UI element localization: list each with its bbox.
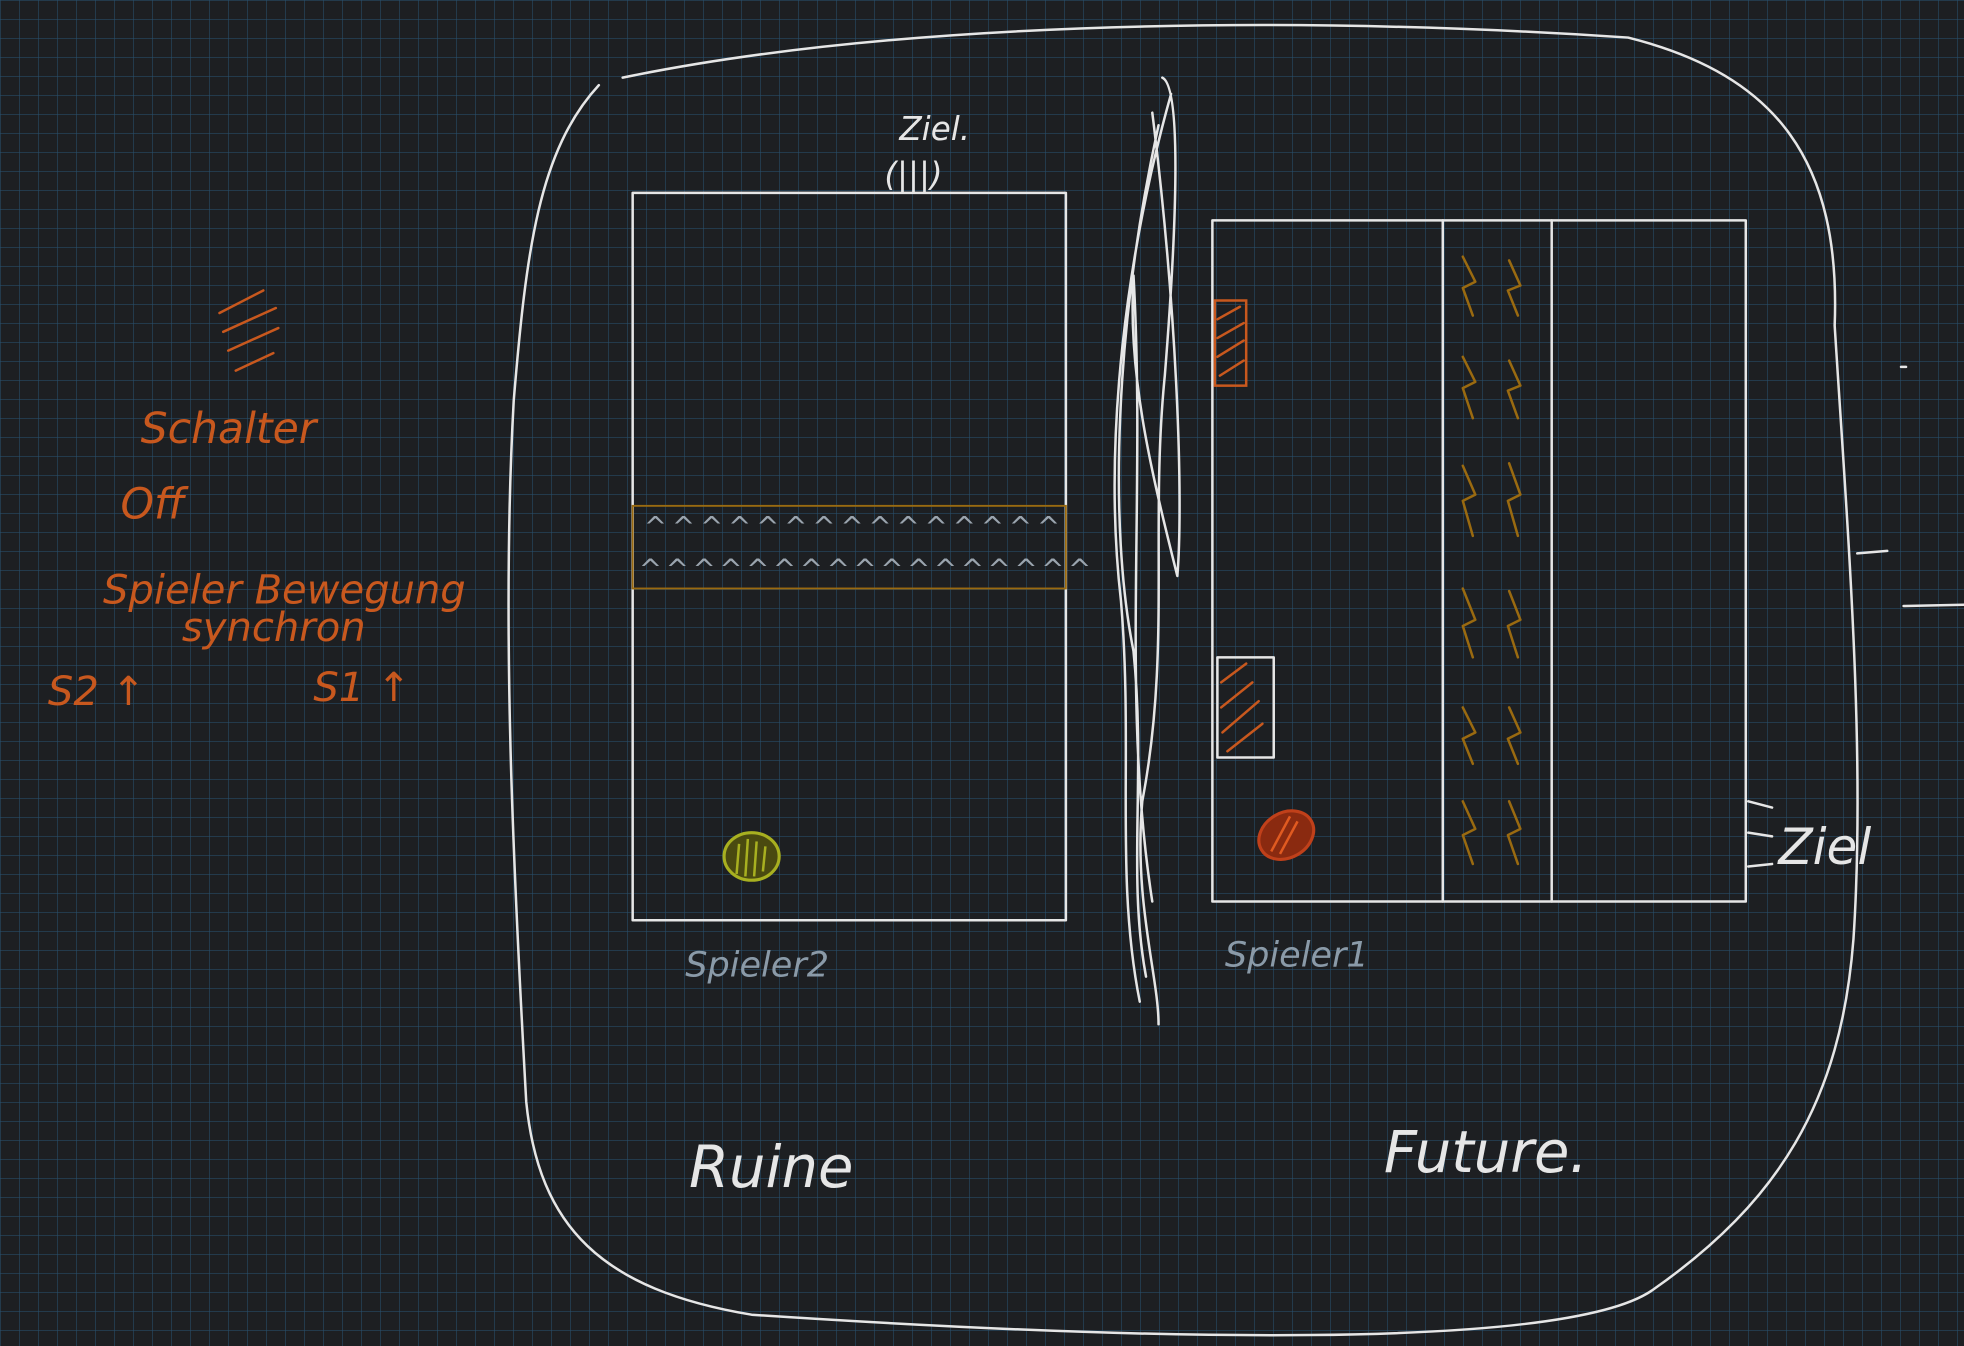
goal-label-right: Ziel [1776,818,1871,876]
hazard-block-top [1213,299,1248,387]
s1-label: S1 ↑ [313,665,410,711]
s2-label: S2 ↑ [48,669,145,715]
time-divider-scribble [1113,76,1181,1026]
hazard-block-bottom [1216,656,1275,759]
lightning-lane [1461,255,1522,866]
arrows-row-2: ^^^^^^^^^^^^^^^^^ [639,553,1095,585]
arrow-band [631,504,1067,590]
goal-marker-right [1747,800,1774,868]
world-outline [507,23,1859,1337]
switch-state: Off [121,479,190,529]
player1-label: Spieler1 [1225,935,1369,976]
world-label-ruine: Ruine [689,1134,853,1201]
movement-sync-label: synchron [182,605,366,651]
switch-label: Schalter [141,404,319,454]
world-label-future: Future. [1384,1119,1588,1186]
goal-label-left: Ziel. [898,110,970,148]
player2-token [722,831,781,882]
player2-label: Spieler2 [685,945,829,986]
arrows-row-1: ^^^^^^^^^^^^^^^ [644,511,1065,543]
stray-marks [1855,365,1964,608]
right-field-rect [1211,219,1748,903]
movement-label: Spieler Bewegung [103,568,466,614]
switch-hatch-icon [218,289,280,372]
player1-token [1257,809,1316,861]
goal-marker-left: (|||) [884,155,942,193]
